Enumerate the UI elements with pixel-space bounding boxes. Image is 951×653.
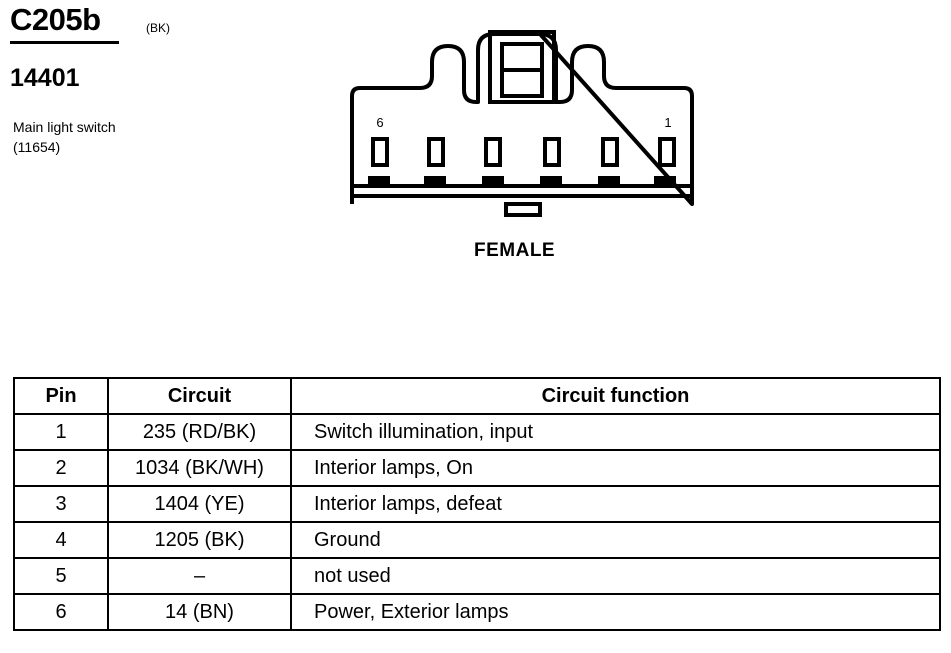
table-row: 6 14 (BN) Power, Exterior lamps [13,593,941,631]
description-line-2: (11654) [13,139,61,155]
header-pin: Pin [13,377,109,415]
latch-icon [488,30,556,104]
header-circuit: Circuit [107,377,292,415]
function-cell: Power, Exterior lamps [290,593,941,631]
pin-cavity-3 [543,137,561,167]
circuit-cell: – [107,557,292,595]
connector-id: C205b [10,2,101,37]
circuit-cell: 14 (BN) [107,593,292,631]
pin-cavity-6 [371,137,389,167]
connector-color: (BK) [146,21,170,35]
table-row: 5 – not used [13,557,941,595]
pin-cell: 4 [13,521,109,559]
pin-cell: 2 [13,449,109,487]
table-row: 3 1404 (YE) Interior lamps, defeat [13,485,941,523]
description-line-1: Main light switch [13,119,116,135]
pin-cavity-2 [601,137,619,167]
pin-cell: 5 [13,557,109,595]
table-row: 4 1205 (BK) Ground [13,521,941,559]
pin-cavity-4 [484,137,502,167]
circuit-cell: 1205 (BK) [107,521,292,559]
table-header-row: Pin Circuit Circuit function [13,377,941,415]
pin-cell: 6 [13,593,109,631]
pin-label-left: 6 [376,115,383,130]
function-cell: Switch illumination, input [290,413,941,451]
connector-key [504,202,542,217]
function-cell: Ground [290,521,941,559]
pin-cell: 3 [13,485,109,523]
connector-face-drawing: 6 1 [350,30,694,217]
connector-housing-outline [350,32,694,206]
pinout-table: Pin Circuit Circuit function 1 235 (RD/B… [13,377,941,631]
pin-cell: 1 [13,413,109,451]
table-row: 2 1034 (BK/WH) Interior lamps, On [13,449,941,487]
circuit-cell: 235 (RD/BK) [107,413,292,451]
circuit-cell: 1034 (BK/WH) [107,449,292,487]
connector-gender-label: FEMALE [474,240,556,261]
function-cell: Interior lamps, On [290,449,941,487]
pin-label-right: 1 [664,115,671,130]
component-description: Main light switch (11654) [13,117,116,157]
circuit-cell: 1404 (YE) [107,485,292,523]
pin-cavity-5 [427,137,445,167]
table-row: 1 235 (RD/BK) Switch illumination, input [13,413,941,451]
function-cell: not used [290,557,941,595]
function-cell: Interior lamps, defeat [290,485,941,523]
pin-cavity-1 [658,137,676,167]
connector-id-underline [10,41,119,44]
part-number: 14401 [10,64,80,92]
header-circuit-function: Circuit function [290,377,941,415]
